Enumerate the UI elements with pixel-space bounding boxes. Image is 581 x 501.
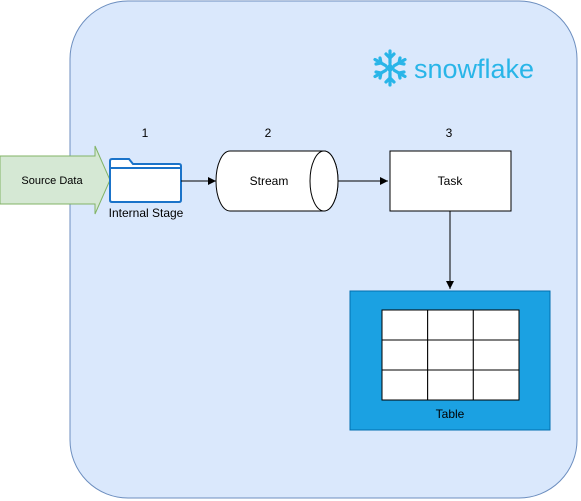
internal-stage-label: Internal Stage: [109, 206, 184, 220]
source-data-shape: [0, 145, 111, 215]
table-cell: [472, 369, 520, 401]
step-number-3: 3: [446, 126, 453, 140]
folder-icon: [109, 158, 182, 203]
step-number-1: 1: [142, 126, 149, 140]
table-cell: [472, 339, 520, 371]
table-cell: [427, 339, 474, 371]
task-box: [389, 150, 512, 212]
table-cell: [381, 369, 429, 401]
table-cell: [472, 309, 520, 341]
table-cell: [427, 369, 474, 401]
table-cell: [381, 309, 429, 341]
stream-label: Stream: [250, 174, 289, 188]
table-label: Table: [436, 407, 465, 421]
snowflake-icon: [373, 49, 407, 87]
snowflake-logo: snowflake: [373, 49, 534, 87]
table-cell: [427, 309, 474, 341]
table-cell: [381, 339, 429, 371]
source-data-label: Source Data: [21, 175, 83, 187]
step-number-2: 2: [265, 126, 272, 140]
table-grid: [381, 309, 520, 401]
snowflake-wordmark: snowflake: [414, 54, 534, 84]
task-label: Task: [438, 174, 464, 188]
stream-cylinder: [215, 150, 339, 212]
